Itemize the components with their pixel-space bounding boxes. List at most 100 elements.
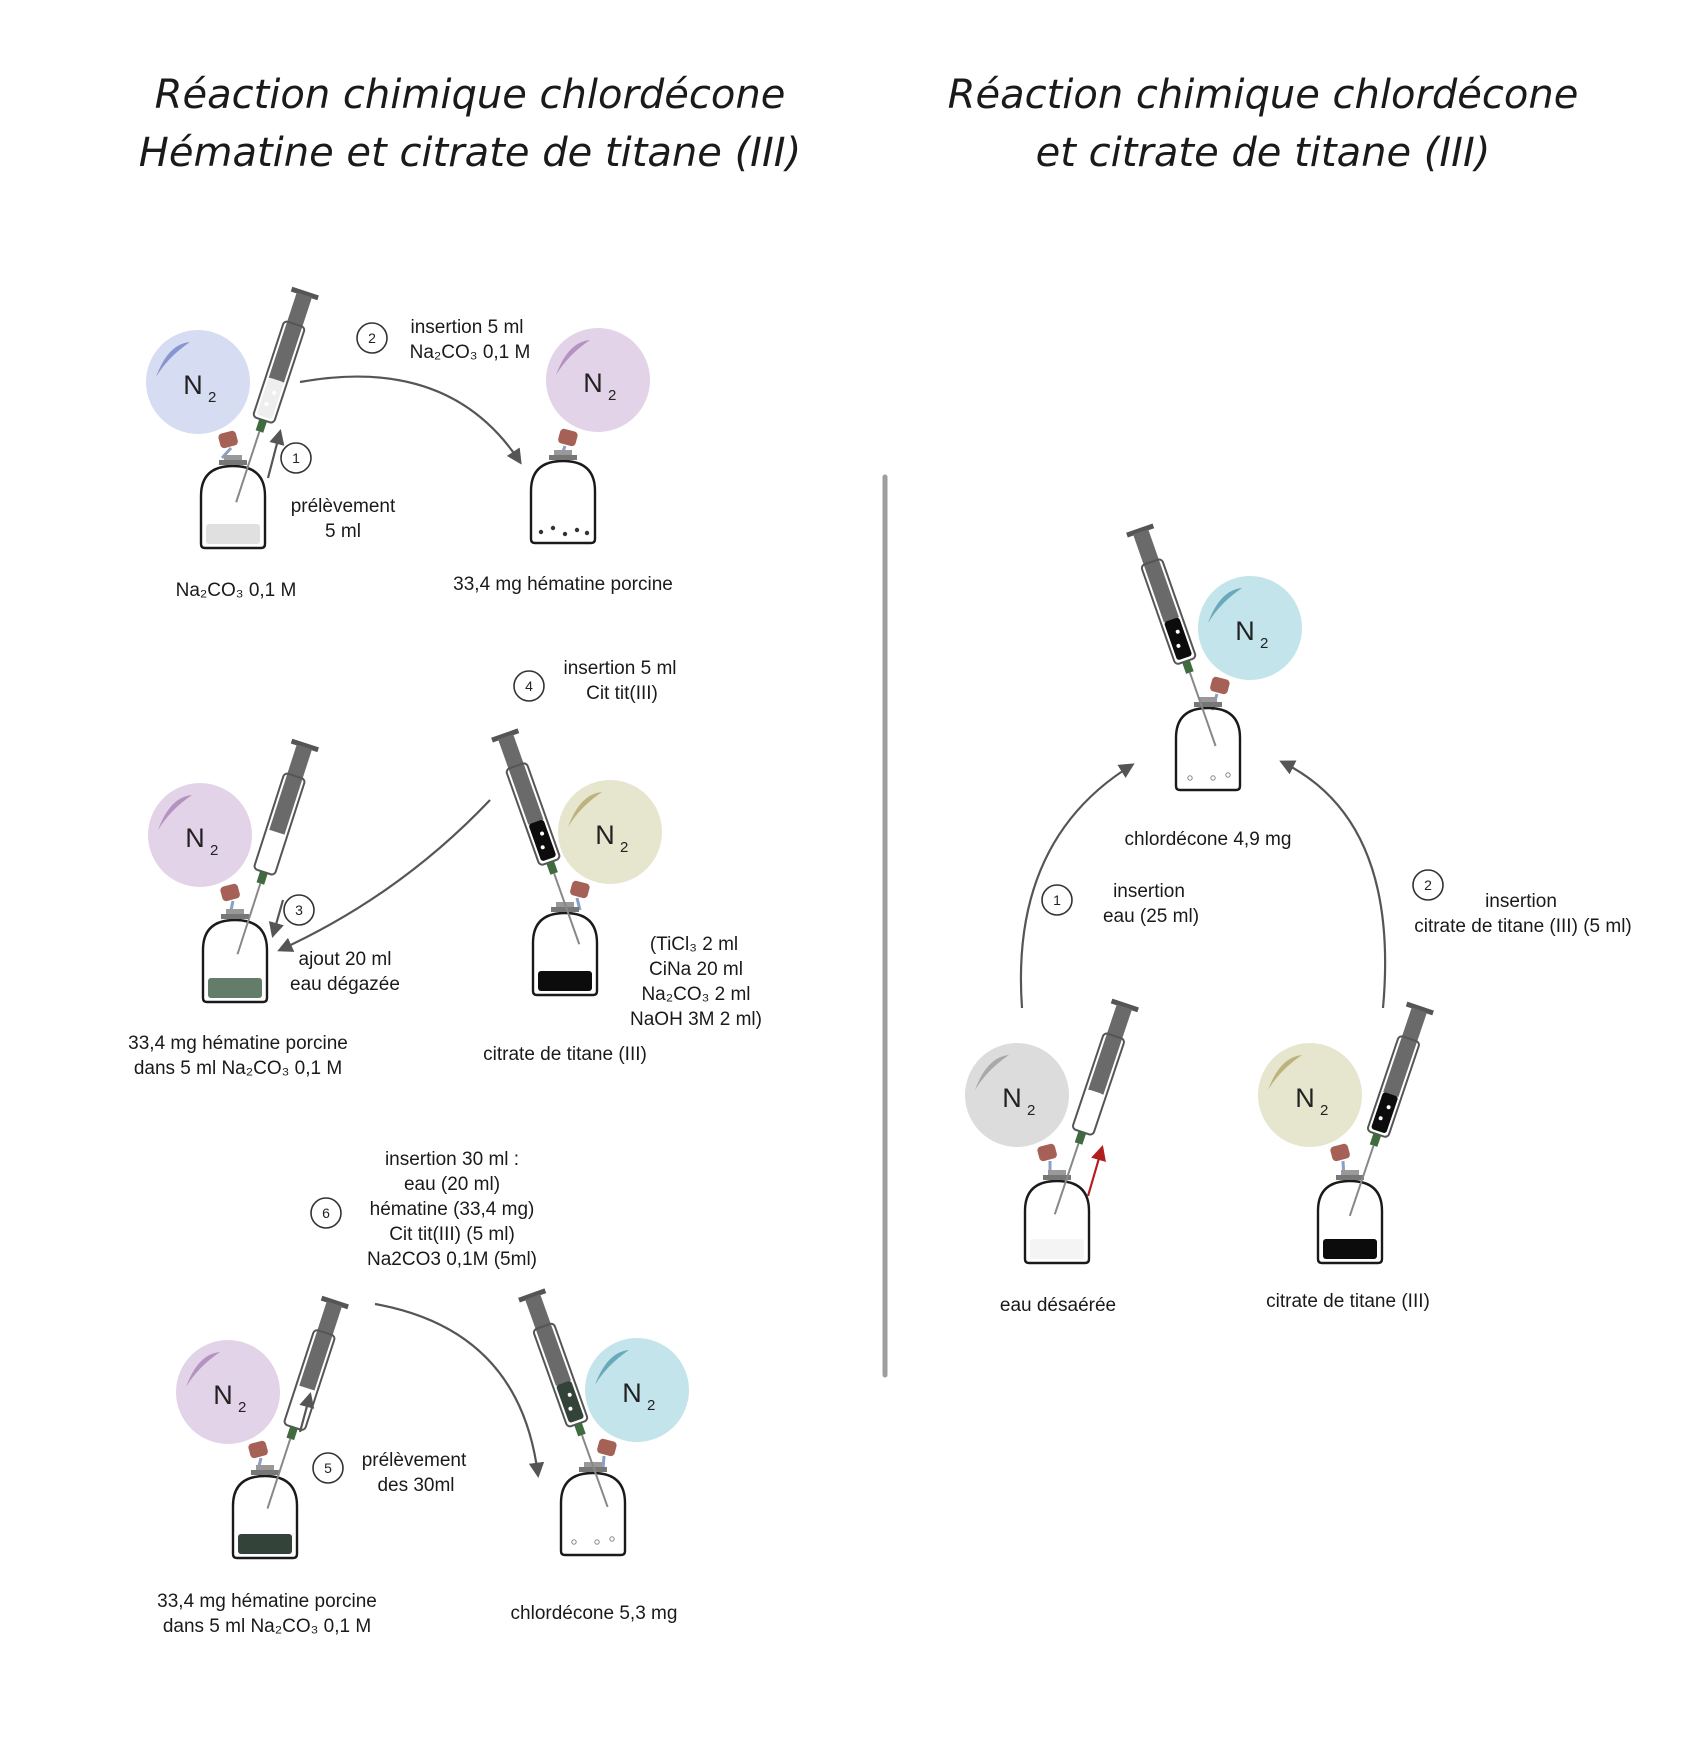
step-1-text-1: prélèvement xyxy=(291,496,396,517)
step-2-text-2: Na₂CO₃ 0,1 M xyxy=(410,342,531,363)
vial-hematine-sol-a-cap xyxy=(221,914,249,919)
syringe-3-plunger-head xyxy=(290,738,319,753)
step-3-number: 3 xyxy=(295,902,303,918)
syringe-6-hub xyxy=(574,1422,586,1437)
syringe-4-hub xyxy=(546,860,558,875)
syringe-5 xyxy=(266,1295,349,1509)
syringe-6-bubble xyxy=(568,1406,573,1411)
step-1-marker: 1 xyxy=(280,442,312,474)
vial-hematine-sol-a-glass xyxy=(201,918,269,1004)
vial-hematine-sol-b-liquid xyxy=(238,1534,292,1554)
step-3-text-1: ajout 20 ml xyxy=(299,949,392,970)
vial-citrate-liquid xyxy=(538,971,592,991)
label-hematine-sol-a-2: dans 5 ml Na₂CO₃ 0,1 M xyxy=(134,1058,342,1079)
vial-chlordecone-right-cap-top xyxy=(1199,697,1217,702)
balloon-lilac-2-stopper xyxy=(220,883,240,902)
syringe-4-plunger-head xyxy=(491,728,520,743)
transfer-arrow-6 xyxy=(374,1302,545,1479)
vial-citrate-glass xyxy=(531,911,599,997)
vial-chlordecone-left-particle xyxy=(609,1536,615,1542)
vial-hematine-particle xyxy=(538,529,544,535)
syringe-r-eau-barrel xyxy=(1071,1032,1125,1136)
syringe-r-citrate-content xyxy=(1371,1092,1398,1133)
syringe-1-content xyxy=(257,378,284,419)
syringe-5-plunger xyxy=(299,1301,342,1391)
step-3-text-2: eau dégazée xyxy=(290,974,400,995)
vial-chlordecone-right-particle xyxy=(1225,772,1231,778)
syringe-6 xyxy=(518,1288,609,1508)
syringe-6-content xyxy=(556,1381,584,1423)
vial-hematine-particle xyxy=(574,527,580,533)
vial-hematine-cap xyxy=(549,455,577,460)
balloon-grey-label: N xyxy=(1002,1083,1022,1113)
vial-eau-cap xyxy=(1043,1175,1071,1180)
syringe-1 xyxy=(235,286,319,503)
transfer-arrow-5 xyxy=(298,1392,315,1433)
syringe-3 xyxy=(236,738,319,955)
vial-hematine-particle xyxy=(562,531,568,537)
step-4-text-1: insertion 5 ml xyxy=(564,658,677,679)
syringe-3-needle xyxy=(236,883,262,955)
step-4-marker: 4 xyxy=(513,670,545,702)
step-1-number: 1 xyxy=(292,450,300,466)
syringe-1-plunger-head xyxy=(290,286,319,301)
balloon-olive-2-label: N xyxy=(1295,1083,1315,1113)
balloon-lilac-1-sub: 2 xyxy=(608,387,616,404)
title-left-line1: Réaction chimique chlordécone xyxy=(155,72,786,118)
syringe-6-bubble xyxy=(567,1392,572,1397)
vial-citrate-right-liquid xyxy=(1323,1239,1377,1259)
label-hematine-sol-b-1: 33,4 mg hématine porcine xyxy=(157,1591,377,1612)
syringe-5-plunger-head xyxy=(320,1295,349,1310)
step-r2-text-1: insertion xyxy=(1485,891,1557,912)
syringe-r-top-bubble xyxy=(1175,629,1180,634)
syringe-5-hub xyxy=(286,1426,298,1441)
step-2-text-1: insertion 5 ml xyxy=(411,317,524,338)
vial-na2co3-glass xyxy=(199,464,267,550)
balloon-olive-2-sub: 2 xyxy=(1320,1102,1328,1119)
step-r1-marker: 1 xyxy=(1041,884,1073,916)
label-citrate: citrate de titane (III) xyxy=(483,1044,647,1065)
step-r2-text-2: citrate de titane (III) (5 ml) xyxy=(1414,916,1632,937)
syringe-r-top-plunger xyxy=(1133,529,1180,623)
syringe-r-eau-hub xyxy=(1074,1130,1087,1145)
syringe-4-bubble xyxy=(540,845,545,850)
step-2-number: 2 xyxy=(368,330,376,346)
syringe-r-top xyxy=(1126,523,1217,747)
label-eau: eau désaérée xyxy=(1000,1295,1116,1316)
syringe-r-citrate-bubble xyxy=(1386,1105,1391,1110)
balloon-cyan-2-sub: 2 xyxy=(1260,635,1268,652)
vial-hematine-sol-a-cap-top xyxy=(226,909,244,914)
vial-na2co3-cap-top xyxy=(224,455,242,460)
label-citrate-right: citrate de titane (III) xyxy=(1266,1291,1430,1312)
step-5-text-2: des 30ml xyxy=(377,1475,454,1496)
balloon-cyan-2-label: N xyxy=(1235,616,1255,646)
syringe-5-needle xyxy=(266,1438,292,1509)
step-6-text-2: eau (20 ml) xyxy=(404,1174,500,1195)
transfer-arrow-r1 xyxy=(1019,763,1135,1009)
syringe-6-barrel xyxy=(532,1322,589,1428)
red-transfer-arrow xyxy=(1086,1145,1106,1197)
transfer-arrow-4 xyxy=(277,799,491,952)
syringe-r-citrate xyxy=(1348,1001,1434,1217)
vial-chlordecone-right-cap xyxy=(1194,702,1222,707)
syringe-r-citrate-plunger-head xyxy=(1405,1001,1434,1016)
label-hematine-sol-a-1: 33,4 mg hématine porcine xyxy=(128,1033,348,1054)
syringe-r-citrate-needle xyxy=(1348,1145,1375,1217)
vial-citrate-right-cap-top xyxy=(1341,1170,1359,1175)
syringe-3-barrel xyxy=(253,772,306,876)
vial-hematine-sol-b-glass xyxy=(231,1474,299,1560)
balloon-olive-1-needle xyxy=(575,897,582,911)
balloon-blue-needle xyxy=(220,446,233,460)
balloon-lilac-1-label: N xyxy=(583,368,603,398)
step-2-marker: 2 xyxy=(356,322,388,354)
syringe-4-plunger xyxy=(498,734,544,825)
vial-hematine-sol-a-liquid xyxy=(208,978,262,998)
syringe-r-citrate-bubble xyxy=(1378,1116,1383,1121)
balloon-lilac-3-label: N xyxy=(213,1380,233,1410)
syringe-3-hub xyxy=(256,870,268,885)
syringe-r-top-needle xyxy=(1188,672,1217,747)
syringe-5-barrel xyxy=(283,1329,336,1431)
vial-hematine-sol-b-cap xyxy=(251,1470,279,1475)
